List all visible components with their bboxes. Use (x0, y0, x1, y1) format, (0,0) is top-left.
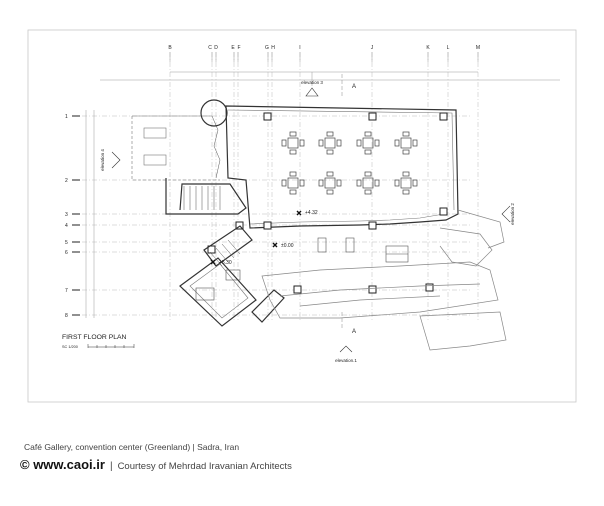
credit-row: © www.caoi.ir | Courtesy of Mehrdad Iravan… (20, 456, 292, 474)
credit-separator: | (109, 461, 113, 472)
axis-label-8: 8 (65, 313, 68, 319)
columns (207, 112, 448, 294)
axis-label-2: 2 (65, 178, 68, 184)
axis-label-g: G (265, 45, 269, 51)
plan-title: FIRST FLOOR PLAN (62, 334, 127, 341)
top-axis-grid (169, 52, 479, 320)
elevation-marker-3 (305, 72, 319, 97)
plan-scale: SC 1/200 (62, 345, 78, 349)
courtesy-text: Courtesy of Mehrdad Iravanian Architects (117, 461, 292, 472)
axis-label-h: H (271, 45, 275, 51)
elevation-marker-2 (501, 205, 511, 223)
stair (165, 178, 247, 215)
level-label-ground: ±0.00 (281, 243, 294, 249)
axis-label-i: I (299, 45, 300, 51)
main-hall-wall (225, 105, 459, 229)
sheet-frame (27, 29, 577, 403)
axis-label-k: K (426, 45, 430, 51)
top-axis-ticks (100, 52, 560, 81)
left-annex (131, 115, 221, 181)
axis-label-c: C (208, 45, 212, 51)
elevation-label-2: elevation 2 (510, 203, 515, 225)
axis-label-m: M (476, 45, 480, 51)
level-marker-upper (296, 210, 302, 216)
section-mark-bottom: A (352, 329, 356, 335)
axis-label-l: L (447, 45, 450, 51)
level-label-stair: +5.30 (219, 260, 232, 266)
elevation-label-1: elevation.1 (335, 358, 357, 363)
brand-link[interactable]: © www.caoi.ir (20, 457, 105, 472)
table-sets (281, 131, 418, 195)
elevation-label-3: elevation 3 (301, 80, 323, 85)
axis-label-e: E (231, 45, 235, 51)
round-column (200, 99, 228, 127)
stair-tower (179, 225, 285, 327)
axis-label-b: B (168, 45, 172, 51)
axis-label-j: J (371, 45, 374, 51)
axis-label-6: 6 (65, 250, 68, 256)
axis-label-7: 7 (65, 288, 68, 294)
elevation-label-4: elevation 4 (100, 149, 105, 171)
section-mark-top: A (352, 84, 356, 90)
axis-label-d: D (214, 45, 218, 51)
scale-bar (87, 344, 135, 348)
level-label-upper: +4.32 (305, 210, 318, 216)
axis-label-5: 5 (65, 240, 68, 246)
lower-furniture (195, 237, 409, 301)
level-marker-ground (272, 242, 278, 248)
elevation-marker-4 (111, 151, 121, 169)
project-caption: Café Gallery, convention center (Greenla… (24, 442, 240, 452)
elevation-marker-1 (339, 345, 353, 353)
axis-label-f: F (237, 45, 240, 51)
level-marker-stair (210, 259, 216, 265)
axis-label-4: 4 (65, 223, 68, 229)
axis-label-3: 3 (65, 212, 68, 218)
left-axis-grid (72, 110, 470, 318)
axis-label-1: 1 (65, 114, 68, 120)
lower-terrace (261, 209, 507, 351)
